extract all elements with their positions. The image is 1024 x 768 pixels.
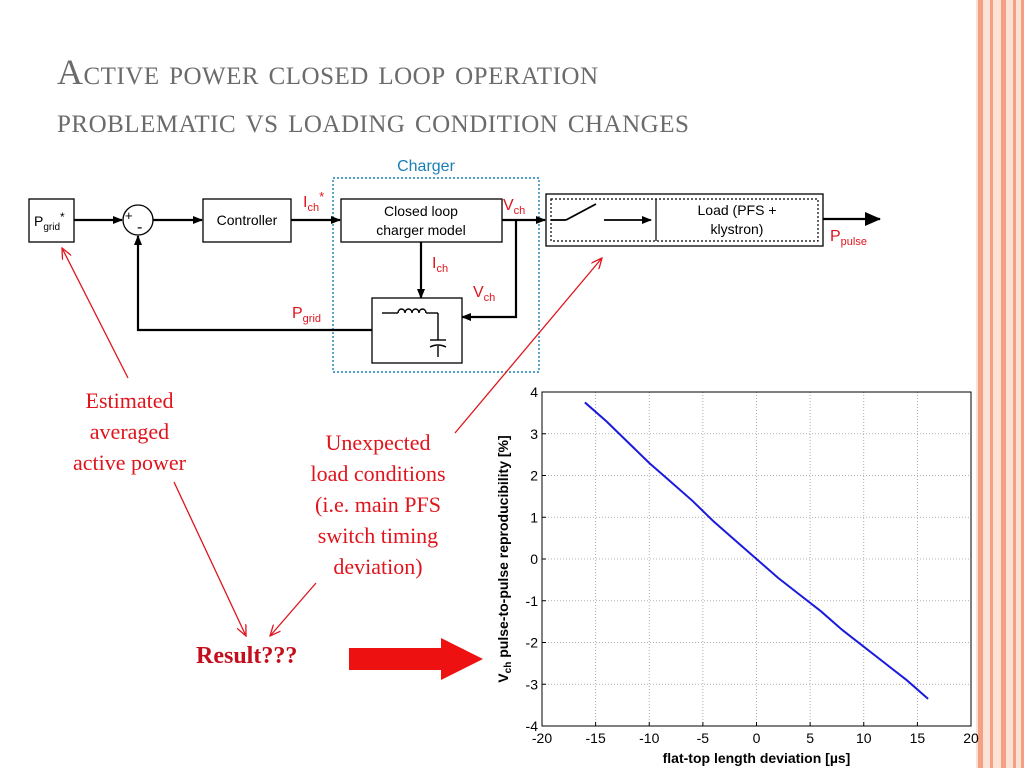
line-vch-feedback	[461, 220, 518, 321]
chart-y-tick-label: 4	[530, 384, 538, 400]
chart-series-line	[584, 401, 929, 700]
charger-label: Charger	[397, 158, 455, 175]
ich-reference-label: Ich*	[303, 189, 324, 214]
result-label: Result???	[196, 643, 298, 669]
chart-x-tick-label: -10	[639, 730, 659, 746]
charger-model-line-2: charger model	[376, 222, 466, 238]
line-pgrid-feedback	[134, 235, 372, 332]
load-label-line-2: klystron)	[711, 221, 764, 237]
pgrid-reference-label: Pgrid*	[34, 210, 65, 233]
chart-x-tick-label: 20	[963, 730, 979, 746]
chart-y-tick-label: 1	[530, 509, 538, 525]
chart-y-tick-label: 3	[530, 426, 538, 442]
estimated-power-note: Estimated averaged active power	[42, 385, 217, 478]
load-label-line-1: Load (PFS +	[698, 202, 777, 218]
chart-x-tick-label: 15	[910, 730, 926, 746]
vch-label: Vch	[473, 284, 495, 304]
pgrid-reference-box	[28, 198, 75, 243]
chart-y-tick-label: -4	[526, 718, 539, 734]
unexpected-load-note: Unexpected load conditions (i.e. main PF…	[282, 427, 474, 582]
chart-grid	[542, 392, 971, 726]
chart-y-axis-label: Vch pulse-to-pulse reproducibility [%]	[495, 435, 514, 682]
unexpected-line-2: load conditions	[310, 461, 446, 486]
chart-y-tick-label: -2	[526, 635, 539, 651]
pfs-switch-symbol	[551, 203, 652, 224]
title-line-1: Active power closed loop operation	[57, 52, 599, 92]
ich-label: Ich	[432, 255, 448, 275]
vch-output-label: Vch	[503, 197, 525, 217]
decorative-stripes	[976, 0, 1024, 768]
chart-x-tick-label: 10	[856, 730, 872, 746]
chart-y-tick-label: 0	[530, 551, 538, 567]
unexpected-line-1: Unexpected	[325, 430, 431, 455]
chart-x-tick-label: 0	[753, 730, 761, 746]
unexpected-line-3: (i.e. main PFS	[315, 492, 441, 517]
chart-y-tick-label: -3	[526, 676, 539, 692]
pointer-to-pgrid	[62, 248, 129, 379]
charger-model-line-1: Closed loop	[384, 203, 458, 219]
chart-x-tick-label: -20	[532, 730, 552, 746]
pointer-estimated-to-result	[173, 481, 246, 636]
inductor-capacitor-symbol	[382, 308, 447, 357]
unexpected-line-4: switch timing	[317, 523, 439, 548]
controller-label: Controller	[217, 212, 278, 228]
estimated-line-2: averaged	[89, 419, 170, 444]
charger-model-block	[340, 198, 503, 243]
pointer-to-load	[454, 258, 602, 434]
title-line-2: problematic vs loading condition changes	[57, 100, 690, 140]
unexpected-line-5: deviation)	[333, 554, 423, 579]
slide-title: Active power closed loop operation probl…	[57, 48, 987, 144]
sum-plus-sign: +	[125, 208, 133, 223]
pointer-unexpected-to-result	[270, 582, 317, 636]
estimated-line-1: Estimated	[85, 388, 174, 413]
chart-x-tick-label: -5	[697, 730, 710, 746]
chart-x-tick-label: 5	[806, 730, 814, 746]
pgrid-feedback-label: Pgrid	[292, 305, 321, 325]
estimated-line-3: active power	[73, 450, 186, 475]
chart-y-tick-label: 2	[530, 468, 538, 484]
chart-x-axis-label: flat-top length deviation [µs]	[663, 750, 851, 766]
ppulse-label: Ppulse	[830, 228, 867, 248]
chart-y-tick-label: -1	[526, 593, 539, 609]
chart-x-tick-label: -15	[586, 730, 606, 746]
sum-minus-sign: -	[137, 219, 142, 236]
result-arrow	[349, 638, 483, 680]
